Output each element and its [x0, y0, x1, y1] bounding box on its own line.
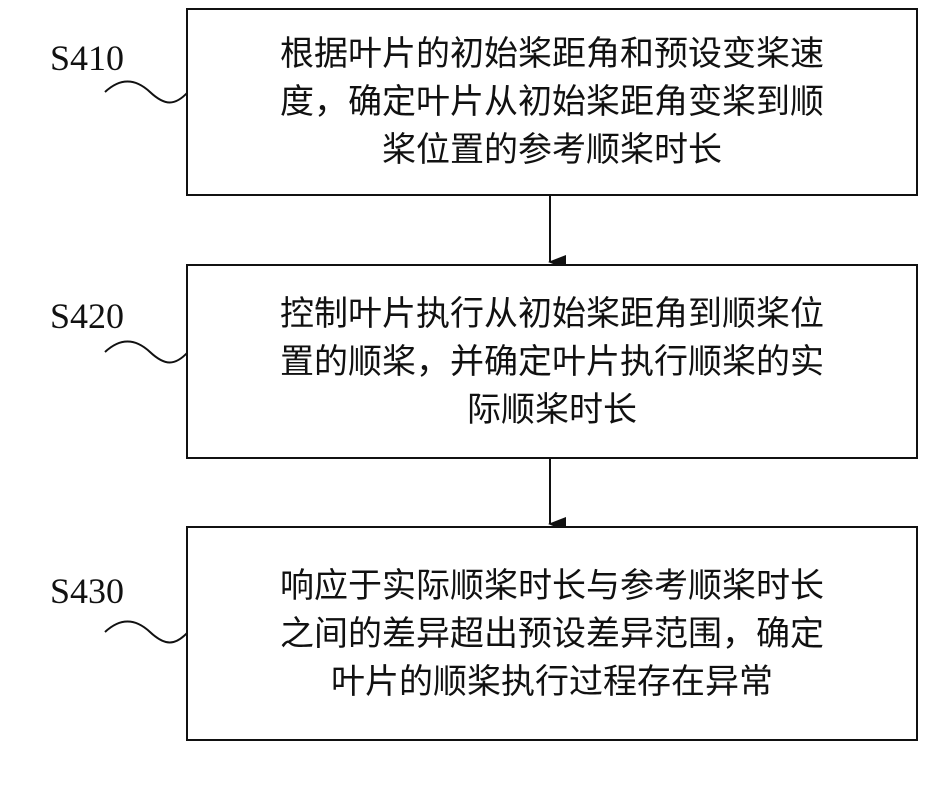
step-box-s410: 根据叶片的初始桨距角和预设变桨速 度，确定叶片从初始桨距角变桨到顺 桨位置的参考… — [186, 8, 918, 196]
step-box-s420: 控制叶片执行从初始桨距角到顺桨位 置的顺桨，并确定叶片执行顺桨的实 际顺桨时长 — [186, 264, 918, 459]
step-label-s410: S410 — [50, 40, 124, 76]
leader-line-s410 — [105, 82, 188, 103]
step-box-s430: 响应于实际顺桨时长与参考顺桨时长 之间的差异超出预设差异范围，确定 叶片的顺桨执… — [186, 526, 918, 741]
step-label-s430: S430 — [50, 573, 124, 609]
step-text-s420: 控制叶片执行从初始桨距角到顺桨位 置的顺桨，并确定叶片执行顺桨的实 际顺桨时长 — [206, 290, 898, 434]
step-text-s410: 根据叶片的初始桨距角和预设变桨速 度，确定叶片从初始桨距角变桨到顺 桨位置的参考… — [206, 30, 898, 174]
step-text-s430: 响应于实际顺桨时长与参考顺桨时长 之间的差异超出预设差异范围，确定 叶片的顺桨执… — [206, 562, 898, 706]
leader-line-s420 — [105, 342, 188, 363]
leader-line-s430 — [105, 622, 188, 643]
step-label-s420: S420 — [50, 298, 124, 334]
